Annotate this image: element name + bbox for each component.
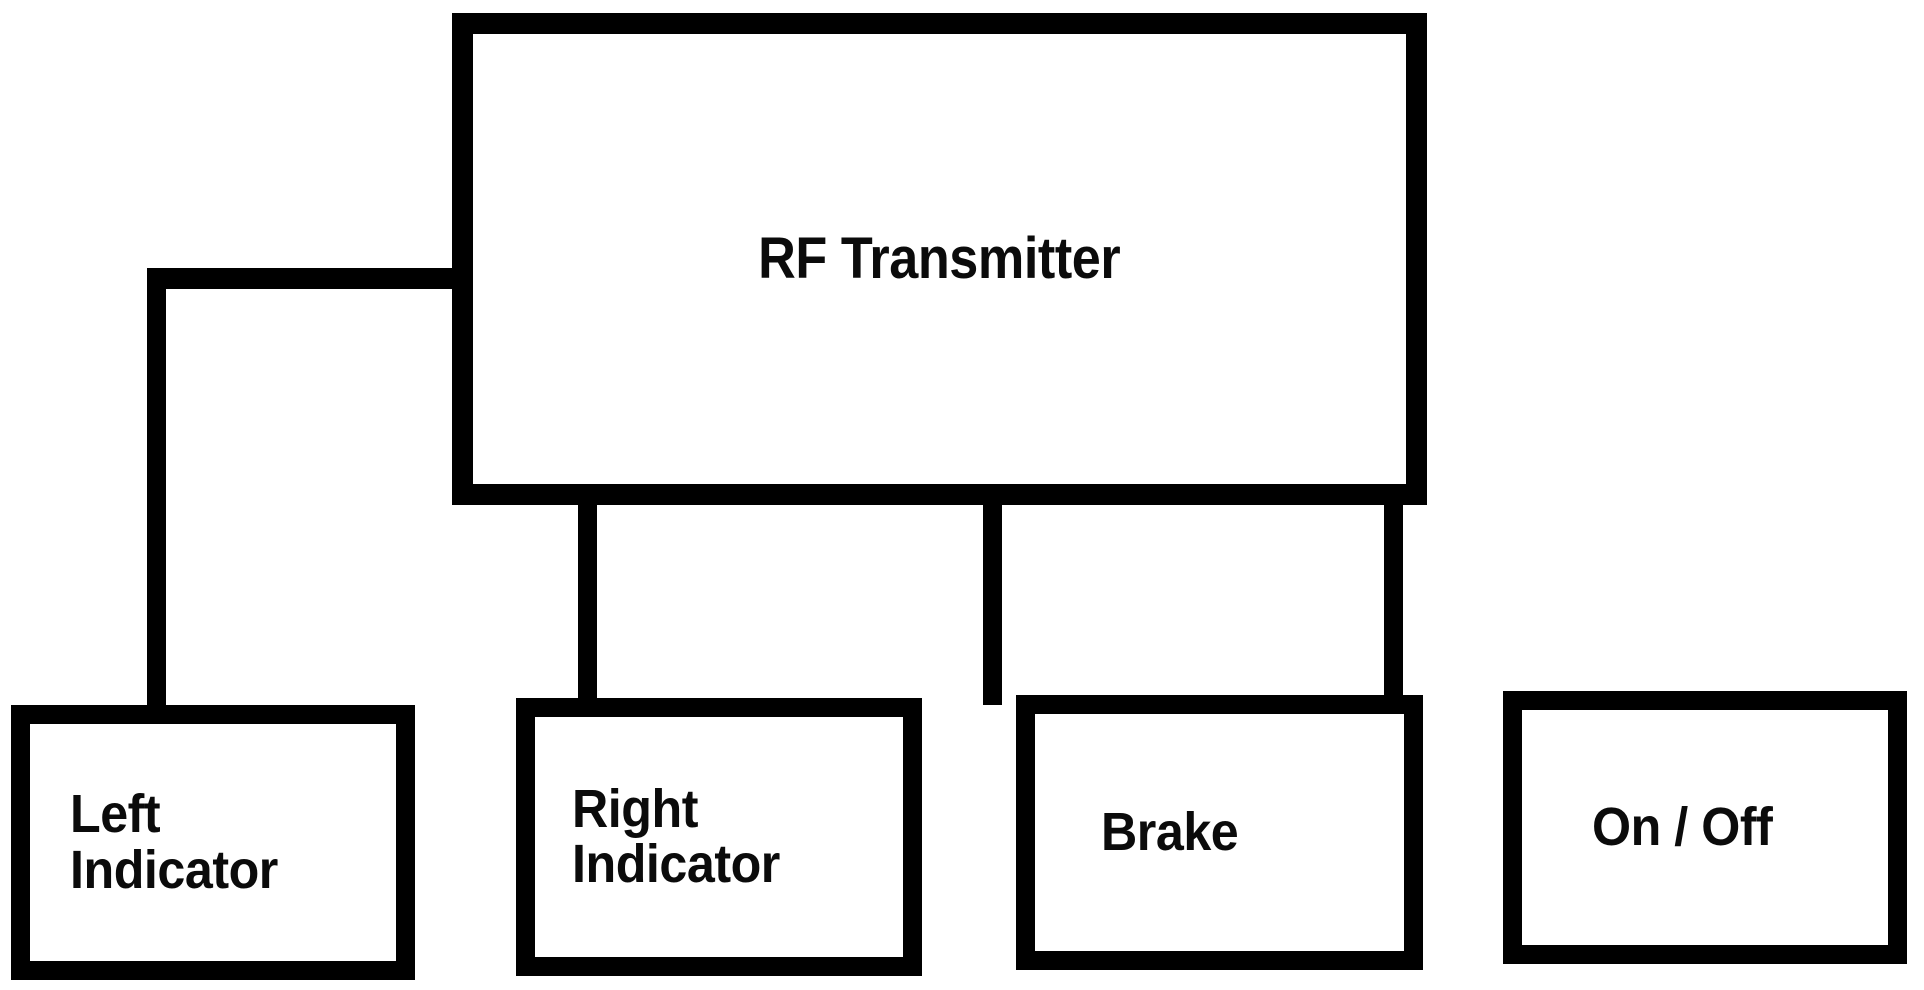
connector-rf-to-left-indicator-horizontal — [147, 268, 459, 289]
node-brake-label: Brake — [1101, 801, 1239, 862]
connector-rf-to-left-indicator-vertical — [147, 268, 166, 712]
node-right-indicator-label: Right Indicator — [572, 778, 780, 894]
connector-rf-to-right-indicator-vertical — [578, 494, 597, 706]
node-left-indicator-label: Left Indicator — [70, 784, 278, 900]
node-rf-transmitter-label: RF Transmitter — [758, 226, 1121, 292]
node-rf-transmitter: RF Transmitter — [452, 13, 1427, 505]
node-brake: Brake — [1016, 695, 1423, 970]
node-right-indicator: Right Indicator — [516, 698, 922, 976]
node-on-off: On / Off — [1503, 691, 1907, 964]
node-left-indicator: Left Indicator — [11, 705, 415, 980]
node-on-off-label: On / Off — [1592, 796, 1773, 857]
